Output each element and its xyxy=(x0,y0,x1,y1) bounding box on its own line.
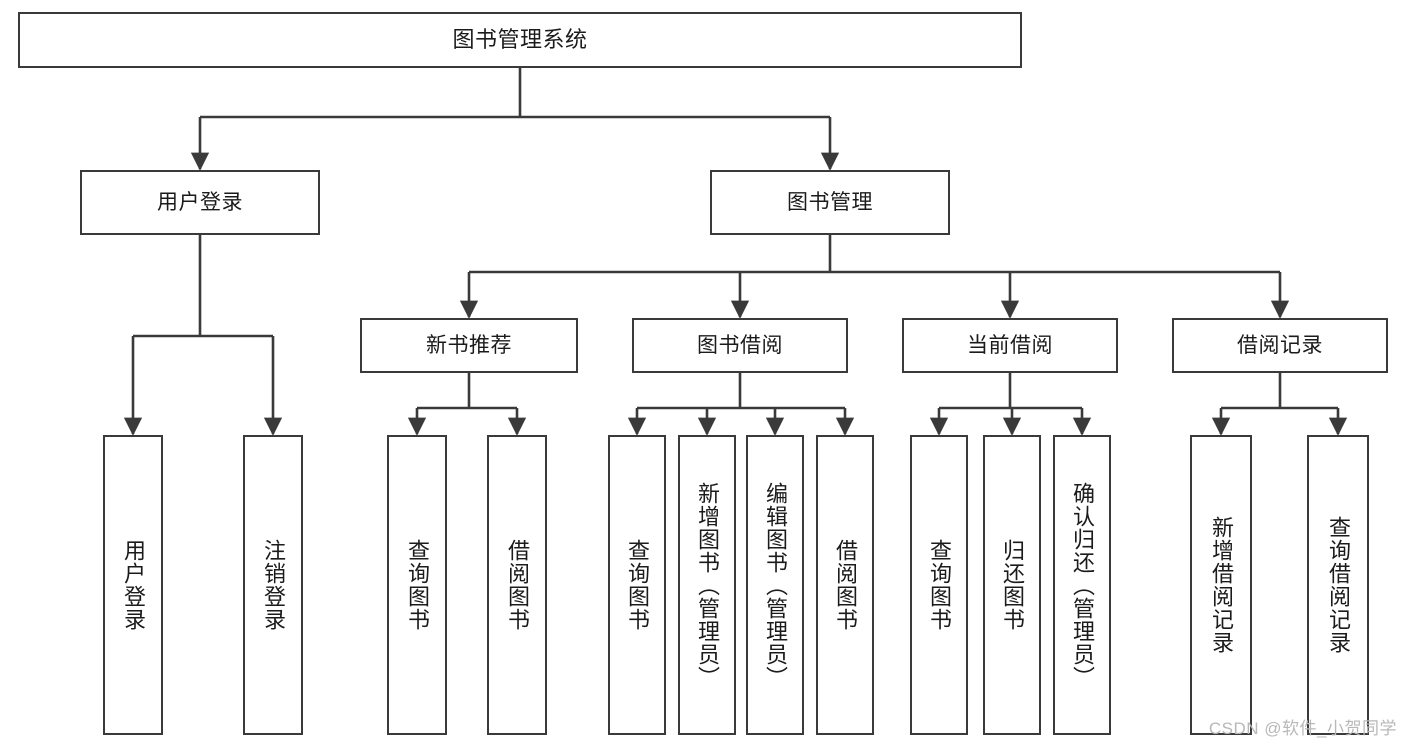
node-leaf-rec-borrow-book-label: 借阅图书 xyxy=(504,539,530,631)
node-leaf-add-borrow-record[interactable]: 新增借阅记录 xyxy=(1190,435,1252,735)
node-leaf-add-book-admin-label: 新增图书（管理员） xyxy=(694,481,720,689)
node-leaf-confirm-return-admin-label: 确认归还（管理员） xyxy=(1069,481,1095,689)
node-book-manage-label: 图书管理 xyxy=(787,190,873,214)
node-leaf-edit-book-admin[interactable]: 编辑图书（管理员） xyxy=(746,435,804,735)
node-new-book-recommend-label: 新书推荐 xyxy=(426,333,512,357)
node-leaf-add-borrow-record-label: 新增借阅记录 xyxy=(1208,516,1234,654)
node-leaf-borrow-query-book-label: 查询图书 xyxy=(624,539,650,631)
node-leaf-add-book-admin[interactable]: 新增图书（管理员） xyxy=(678,435,736,735)
node-leaf-borrow-query-book[interactable]: 查询图书 xyxy=(608,435,666,735)
node-book-borrow-label: 图书借阅 xyxy=(697,333,783,357)
node-leaf-cur-query-book[interactable]: 查询图书 xyxy=(910,435,968,735)
node-borrow-record-label: 借阅记录 xyxy=(1237,333,1323,357)
node-leaf-query-borrow-record-label: 查询借阅记录 xyxy=(1325,516,1351,654)
node-leaf-query-borrow-record[interactable]: 查询借阅记录 xyxy=(1307,435,1369,735)
node-leaf-rec-query-book[interactable]: 查询图书 xyxy=(387,435,447,735)
node-book-manage[interactable]: 图书管理 xyxy=(710,170,950,235)
node-user-login-label: 用户登录 xyxy=(157,190,243,214)
watermark: CSDN @软件_小贺同学 xyxy=(1208,719,1397,738)
node-leaf-borrow-lend-book[interactable]: 借阅图书 xyxy=(816,435,874,735)
node-root-label: 图书管理系统 xyxy=(452,26,588,52)
node-current-borrow[interactable]: 当前借阅 xyxy=(902,318,1118,373)
node-leaf-borrow-lend-book-label: 借阅图书 xyxy=(832,539,858,631)
node-leaf-user-login[interactable]: 用户登录 xyxy=(103,435,163,735)
node-book-borrow[interactable]: 图书借阅 xyxy=(632,318,848,373)
node-user-login[interactable]: 用户登录 xyxy=(80,170,320,235)
node-leaf-return-book-label: 归还图书 xyxy=(999,539,1025,631)
node-current-borrow-label: 当前借阅 xyxy=(967,333,1053,357)
node-leaf-rec-borrow-book[interactable]: 借阅图书 xyxy=(487,435,547,735)
node-leaf-cur-query-book-label: 查询图书 xyxy=(926,539,952,631)
node-root[interactable]: 图书管理系统 xyxy=(18,12,1022,68)
node-leaf-return-book[interactable]: 归还图书 xyxy=(983,435,1041,735)
node-new-book-recommend[interactable]: 新书推荐 xyxy=(360,318,578,373)
node-leaf-confirm-return-admin[interactable]: 确认归还（管理员） xyxy=(1053,435,1111,735)
node-leaf-user-logout-label: 注销登录 xyxy=(260,539,286,631)
node-leaf-user-login-label: 用户登录 xyxy=(120,539,146,631)
node-leaf-user-logout[interactable]: 注销登录 xyxy=(243,435,303,735)
node-borrow-record[interactable]: 借阅记录 xyxy=(1172,318,1388,373)
node-leaf-rec-query-book-label: 查询图书 xyxy=(404,539,430,631)
node-leaf-edit-book-admin-label: 编辑图书（管理员） xyxy=(762,481,788,689)
